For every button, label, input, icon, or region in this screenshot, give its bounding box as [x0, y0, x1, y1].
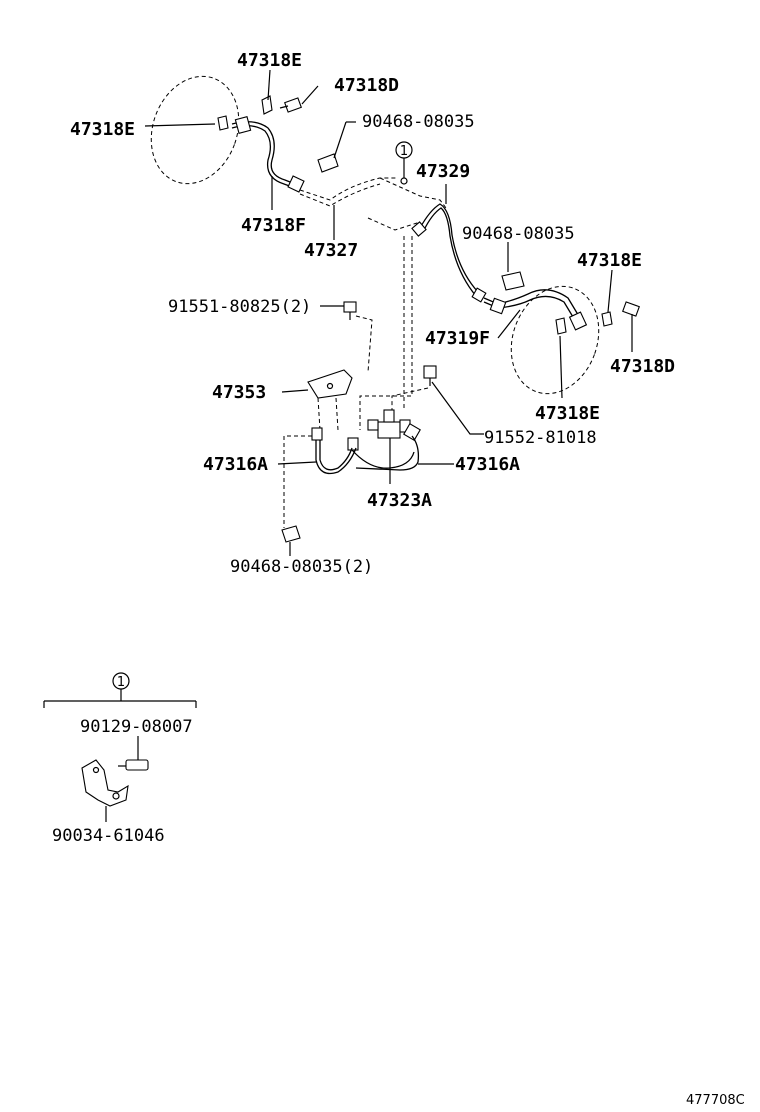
label-47318f: 47318F: [241, 215, 306, 236]
label-90034-61046: 90034-61046: [52, 826, 165, 846]
clip-90468-08035-top: [317, 153, 339, 173]
bolt-47318d-right: [622, 301, 640, 317]
clip-47318e-top: [261, 95, 273, 115]
label-47318d-top: 47318D: [334, 75, 399, 96]
label-90468-08035-right: 90468-08035: [462, 224, 575, 244]
ref-marker-bottom-label: 1: [117, 675, 125, 690]
clip-47318e-right: [601, 311, 613, 327]
bolt-90129-08007: [118, 759, 149, 771]
label-47353: 47353: [212, 382, 266, 403]
label-47318e-top: 47318E: [237, 50, 302, 71]
bracket-47353: [307, 369, 353, 399]
label-47318e-left: 47318E: [70, 119, 135, 140]
brake-hose-47316a-right: [355, 423, 421, 471]
bolt-91551-80825: [343, 301, 357, 320]
label-47318e-right: 47318E: [577, 250, 642, 271]
label-47329: 47329: [416, 161, 470, 182]
brake-tube-47327: [299, 177, 447, 231]
label-47316a-right: 47316A: [455, 454, 520, 475]
brake-tube-47329: [411, 203, 479, 297]
left-brake-drum-outline: [150, 75, 240, 185]
label-47316a-left: 47316A: [203, 454, 268, 475]
clip-90468-08035-bottom: [281, 525, 301, 543]
label-47323a: 47323A: [367, 490, 432, 511]
clip-47318e-bottom: [555, 317, 567, 335]
bracket-90034-61046: [81, 759, 129, 807]
label-91552-81018: 91552-81018: [484, 428, 597, 448]
bolt-47318d-top: [279, 97, 302, 113]
label-91551-80825: 91551-80825(2): [168, 297, 311, 317]
left-flexible-hose: [231, 116, 305, 193]
ref-marker-bottom: 1: [43, 672, 197, 708]
label-47318e-bottom: 47318E: [535, 403, 600, 424]
label-47327: 47327: [304, 240, 358, 261]
right-flexible-hose: [471, 287, 588, 331]
label-47319f: 47319F: [425, 328, 490, 349]
ref-marker-top: 1: [395, 141, 413, 185]
clip-47318e-left: [217, 115, 229, 131]
label-47318d-right: 47318D: [610, 356, 675, 377]
clip-90468-08035-right: [501, 271, 525, 291]
diagram-code: 477708C: [686, 1093, 745, 1108]
label-90468-08035-bottom: 90468-08035(2): [230, 557, 373, 577]
ref-marker-top-label: 1: [400, 144, 408, 159]
label-90468-08035-top: 90468-08035: [362, 112, 475, 132]
label-90129-08007: 90129-08007: [80, 717, 193, 737]
bolt-91552-81018: [423, 365, 437, 386]
brake-hose-47316a-left: [311, 427, 415, 475]
right-brake-drum-outline: [510, 285, 600, 395]
